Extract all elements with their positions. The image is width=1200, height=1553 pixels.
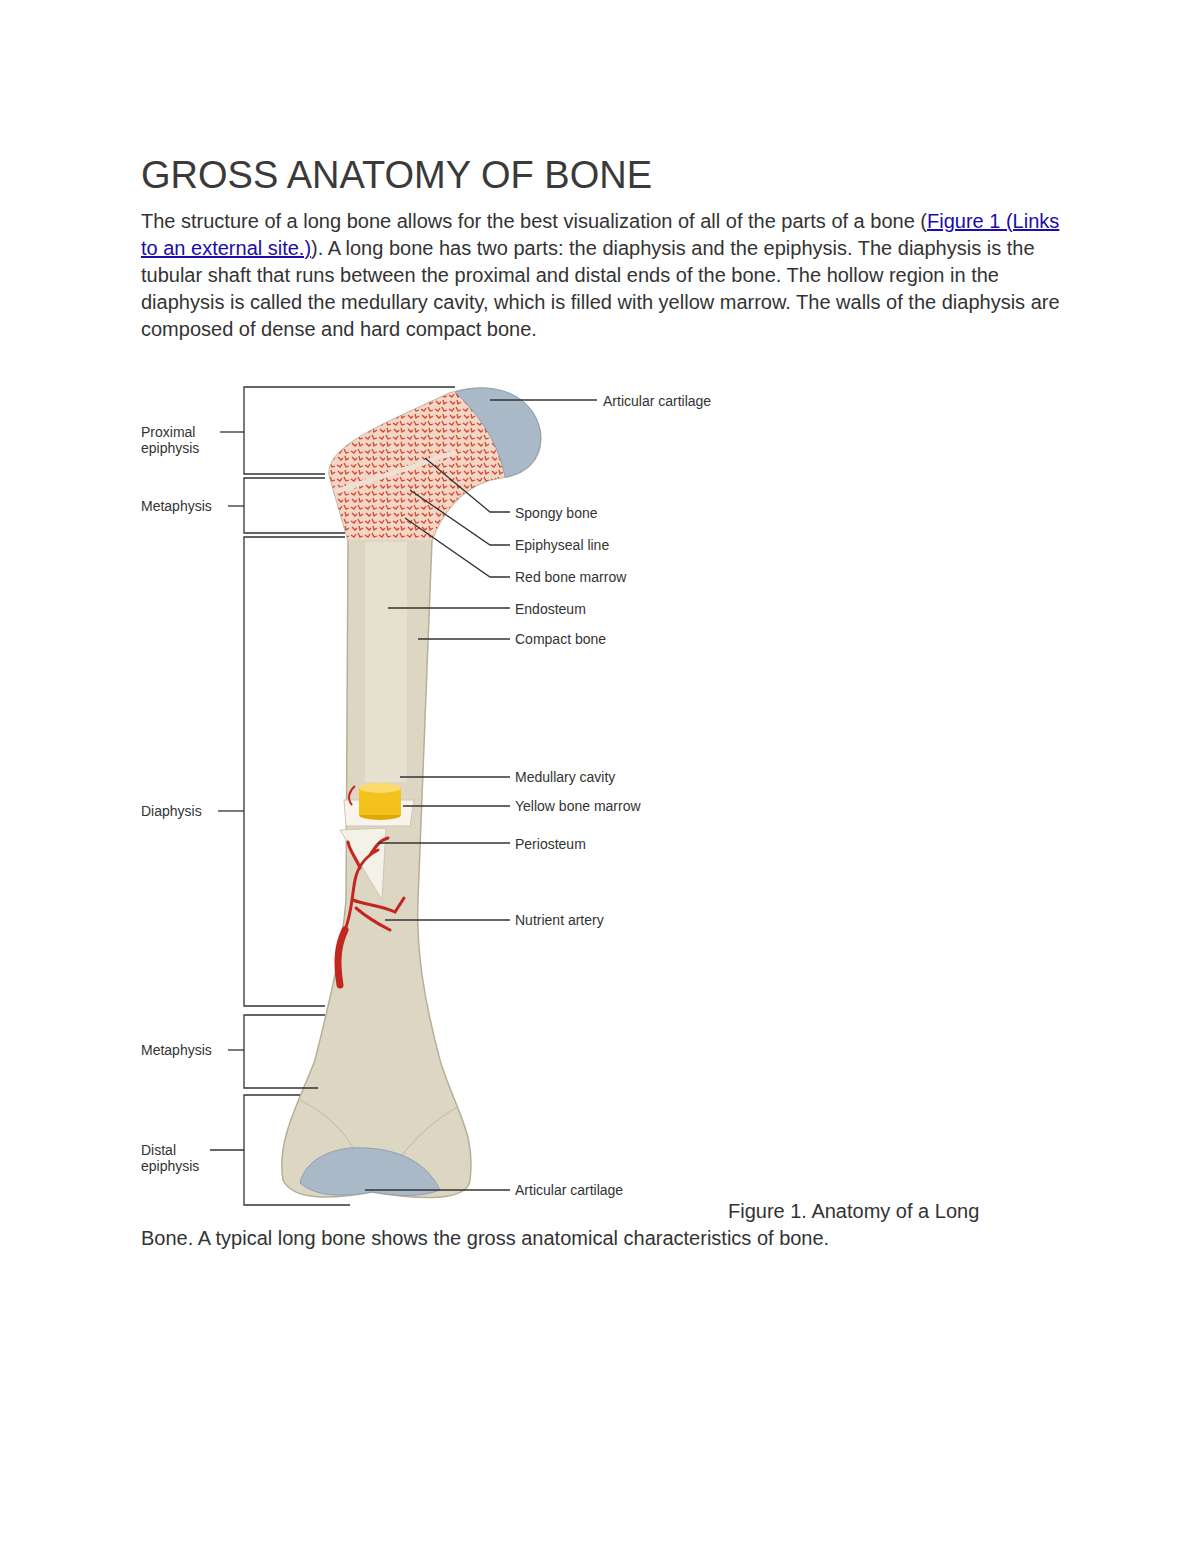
figure-caption: Figure 1. Anatomy of a Long Bone. A typi… xyxy=(141,1198,1033,1252)
articular-cartilage xyxy=(455,388,541,477)
region-brackets xyxy=(210,387,455,1205)
region-label: Proximal epiphysis xyxy=(141,424,221,456)
part-label: Spongy bone xyxy=(515,505,675,521)
part-label: Periosteum xyxy=(515,836,675,852)
region-label: Metaphysis xyxy=(141,498,231,514)
part-label: Compact bone xyxy=(515,631,675,647)
part-label: Articular cartilage xyxy=(515,1182,675,1198)
part-label: Nutrient artery xyxy=(515,912,675,928)
part-label: Endosteum xyxy=(515,601,675,617)
nutrient-artery xyxy=(338,838,404,985)
region-label: Distal epiphysis xyxy=(141,1142,211,1174)
part-label: Articular cartilage xyxy=(603,393,763,409)
epiphyseal-line xyxy=(335,452,455,492)
articular-cartilage xyxy=(300,1148,440,1196)
body-text: The structure of a long bone allows for … xyxy=(141,210,927,232)
part-label: Red bone marrow xyxy=(515,569,675,585)
medullary-cavity xyxy=(365,542,407,782)
part-label: Epiphyseal line xyxy=(515,537,675,553)
part-label: Medullary cavity xyxy=(515,769,675,785)
part-label: Yellow bone marrow xyxy=(515,798,675,814)
page-title: GROSS ANATOMY OF BONE xyxy=(141,152,652,198)
region-label: Diaphysis xyxy=(141,803,231,819)
region-label: Metaphysis xyxy=(141,1042,231,1058)
body-paragraph: The structure of a long bone allows for … xyxy=(141,208,1066,343)
